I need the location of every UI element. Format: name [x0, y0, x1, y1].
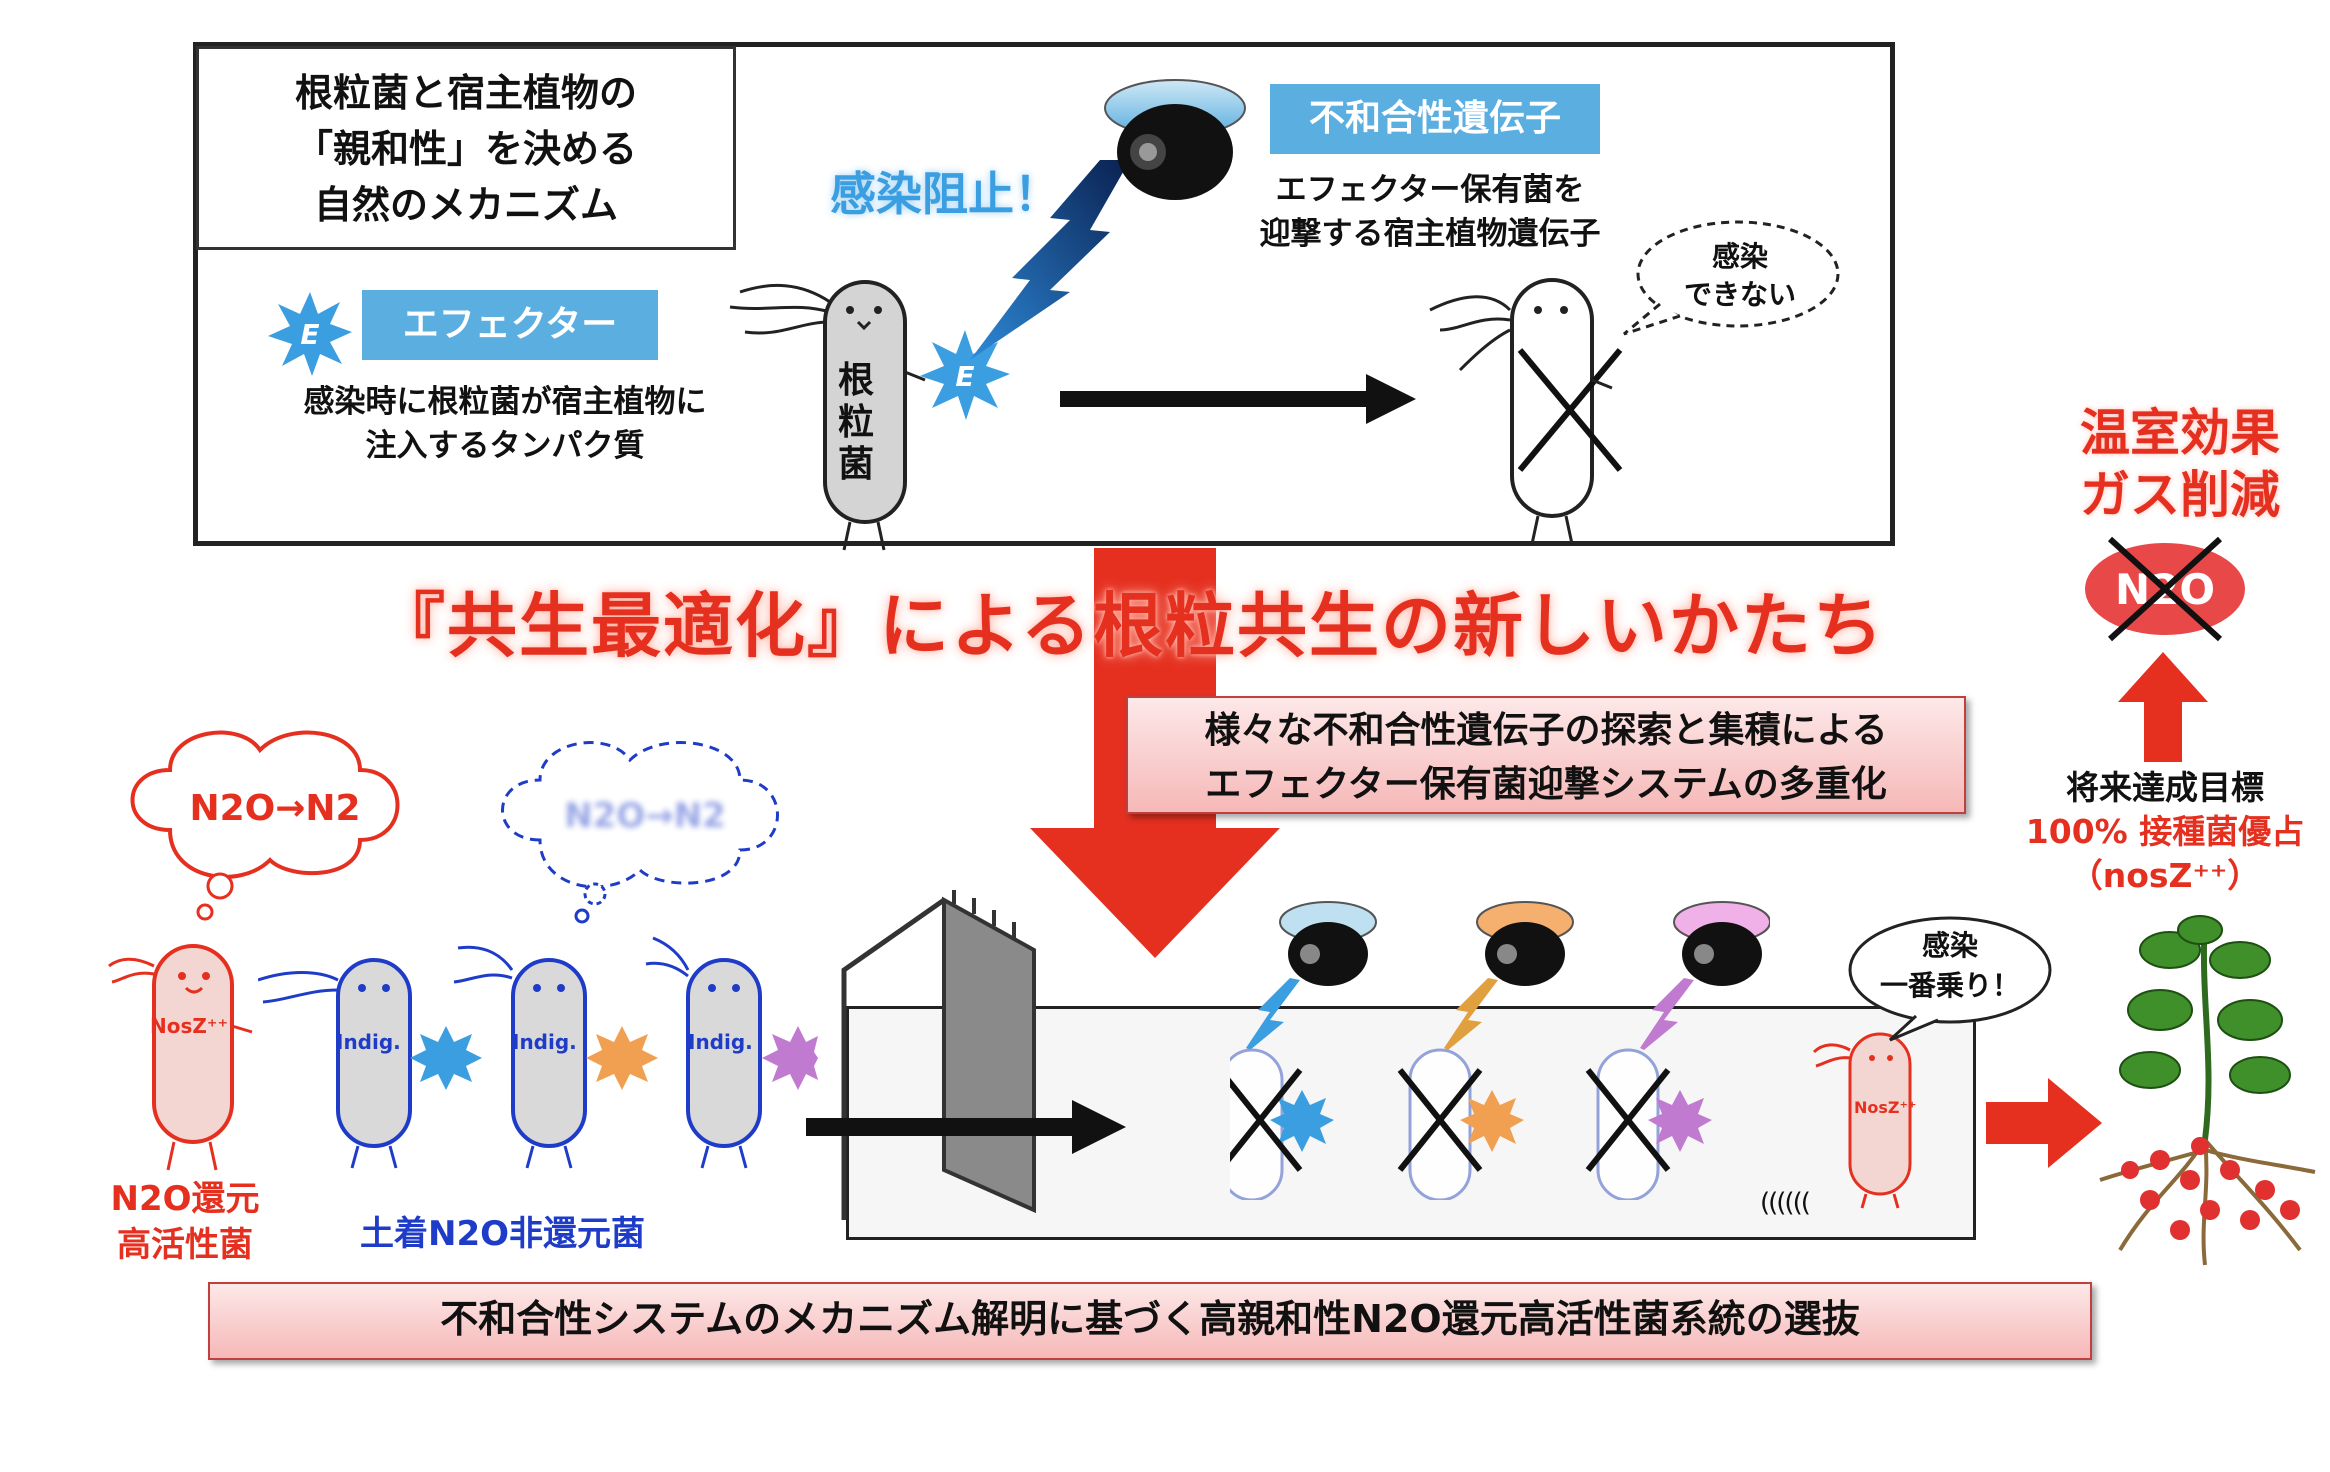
- effector-desc: 感染時に根粒菌が宿主植物に 注入するタンパク質: [240, 380, 770, 468]
- nosz-label-left: NosZ⁺⁺: [150, 1014, 228, 1038]
- nosz-bacterium-illustration: [108, 944, 253, 1171]
- red-right-arrow: [1986, 1078, 2102, 1168]
- incompat-gene-desc: エフェクター保有菌を 迎撃する宿主植物遺伝子: [1220, 168, 1640, 256]
- black-arrow-bottom: [806, 1100, 1126, 1154]
- red-caption-line-1: N2O還元: [110, 1179, 260, 1219]
- red-bacteria-caption: N2O還元 高活性菌: [80, 1176, 290, 1268]
- soybean-plant-illustration: [2099, 915, 2316, 1266]
- blocked-rhizobium-illustration: [1429, 278, 1623, 545]
- lightning-bolt-icon: [970, 160, 1130, 360]
- goal-text: 将来達成目標 100% 接種菌優占 （nosZ⁺⁺）: [2000, 766, 2330, 898]
- effector-desc-line-1: 感染時に根粒菌が宿主植物に: [303, 384, 707, 420]
- title-line-2: 「親和性」を決める: [294, 127, 637, 171]
- motion-lines: ((((((: [1760, 1188, 1811, 1218]
- cannot-infect-line-1: 感染: [1711, 240, 1768, 273]
- camera-blue-icon: [1246, 901, 1377, 1050]
- camera-icon: [1104, 79, 1246, 200]
- thought-blue-text: N2O→N2: [564, 796, 726, 836]
- multiplex-line-1: 様々な不和合性遺伝子の探索と集積による: [1204, 710, 1888, 751]
- n2o-gas-icon: N2O: [2085, 536, 2245, 642]
- rhizobium-label: 根粒菌: [837, 360, 874, 485]
- indig-label-3: Indig.: [688, 1030, 753, 1054]
- effector-label: エフェクター: [362, 290, 658, 360]
- greenhouse-text: 温室効果 ガス削減: [2040, 402, 2320, 526]
- indig-label-1: Indig.: [336, 1030, 401, 1054]
- first-infect-bubble: [1848, 916, 2052, 1042]
- incompat-desc-line-1: エフェクター保有菌を: [1275, 172, 1585, 208]
- effector-badge-icon: E: [268, 292, 352, 376]
- goal-line-1: 将来達成目標: [2066, 768, 2264, 807]
- multiplex-box: 様々な不和合性遺伝子の探索と集積による エフェクター保有菌迎撃システムの多重化: [1126, 696, 1966, 814]
- red-caption-line-2: 高活性菌: [117, 1225, 253, 1265]
- red-thought-bubble: [130, 730, 400, 921]
- greenhouse-line-1: 温室効果: [2080, 404, 2280, 462]
- title-box: 根粒菌と宿主植物の 「親和性」を決める 自然のメカニズム: [196, 46, 736, 250]
- thought-red-text: N2O→N2: [189, 788, 361, 829]
- incompat-gene-label: 不和合性遺伝子: [1270, 84, 1600, 154]
- rhizobium-illustration: [729, 280, 926, 551]
- nosz-bacterium-winner-illustration: [1812, 1032, 1912, 1209]
- gate-illustration: [841, 890, 1036, 1220]
- blue-bacteria-caption: 土着N2O非還元菌: [360, 1214, 646, 1254]
- goal-line-3: （nosZ⁺⁺）: [2069, 856, 2261, 895]
- camera-orange-icon: [1444, 901, 1574, 1050]
- greenhouse-line-2: ガス削減: [2080, 466, 2280, 524]
- first-infect-line-1: 感染: [1921, 929, 1978, 962]
- effector-spike-icon: E: [920, 330, 1010, 420]
- black-arrow-top: [1060, 374, 1416, 424]
- camera-pink-icon: [1640, 901, 1770, 1050]
- indigenous-bacteria-illustration: [258, 936, 818, 1169]
- blue-thought-bubble: [501, 741, 779, 924]
- effector-desc-line-2: 注入するタンパク質: [365, 428, 645, 464]
- first-infect-line-2: 一番乗り！: [1879, 969, 2020, 1002]
- incompat-desc-line-2: 迎撃する宿主植物遺伝子: [1259, 216, 1601, 252]
- nosz-label-right: NosZ⁺⁺: [1854, 1098, 1917, 1117]
- title-line-1: 根粒菌と宿主植物の: [294, 71, 637, 115]
- red-up-arrow: [2118, 652, 2208, 762]
- headline: 『共生最適化』による根粒共生の新しいかたち: [375, 585, 1885, 667]
- title-line-3: 自然のメカニズム: [313, 183, 618, 227]
- multi-camera-system: [1230, 901, 1770, 1200]
- infection-block-text: 感染阻止！: [830, 167, 1060, 221]
- multiplex-line-2: エフェクター保有菌迎撃システムの多重化: [1205, 764, 1887, 805]
- svg-text:E: E: [955, 360, 974, 393]
- cannot-infect-bubble: [1623, 220, 1840, 336]
- svg-text:E: E: [300, 318, 319, 351]
- cannot-infect-line-2: できない: [1683, 278, 1796, 311]
- goal-line-2: 100% 接種菌優占: [2025, 812, 2305, 851]
- indig-label-2: Indig.: [512, 1030, 577, 1054]
- cannot-infect-text: 感染 できない: [1640, 238, 1840, 314]
- first-infect-text: 感染 一番乗り！: [1850, 926, 2050, 1006]
- bottom-summary-box: 不和合性システムのメカニズム解明に基づく高親和性N2O還元高活性菌系統の選抜: [208, 1282, 2092, 1360]
